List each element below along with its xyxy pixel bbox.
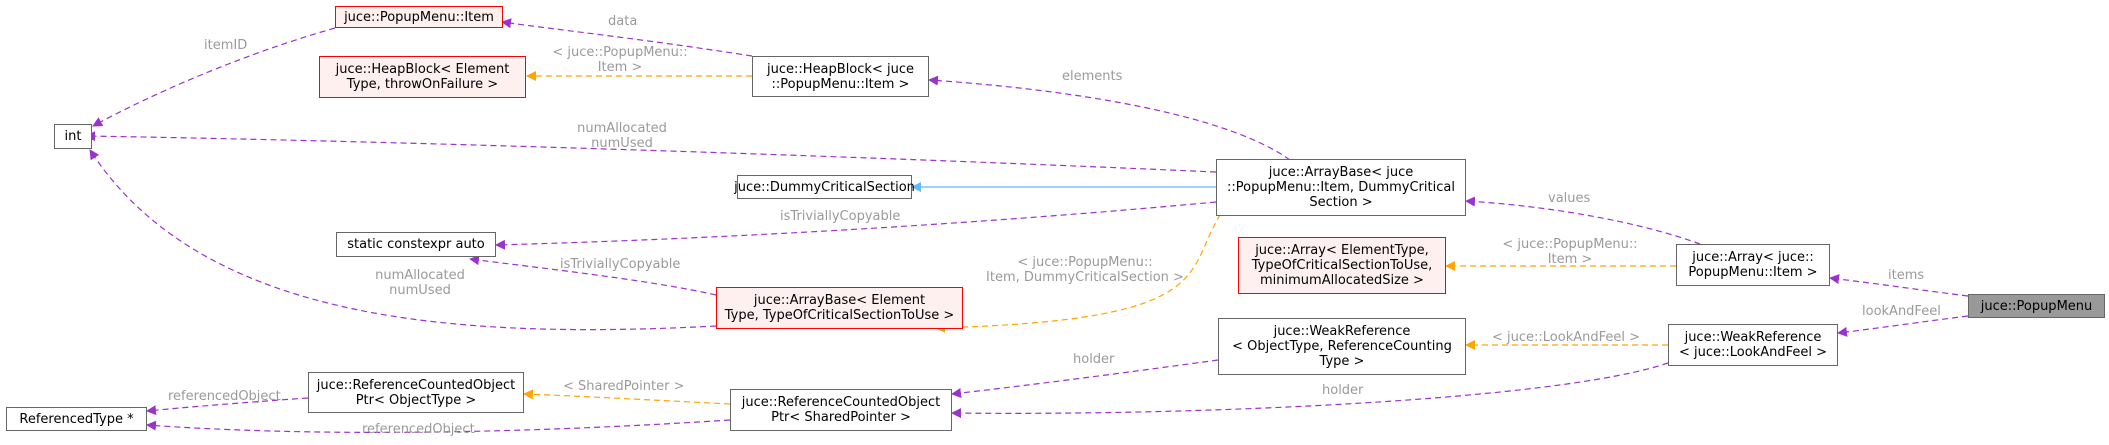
class-node-arraybase-item[interactable]: juce::ArrayBase< juce ::PopupMenu::Item,…	[1216, 159, 1466, 216]
edge-label-tmpl-heapblock-line-1: < juce::PopupMenu::	[552, 45, 687, 60]
edge-look-and-feel	[1837, 315, 1969, 337]
edge-label-look-and-feel: lookAndFeel	[1862, 304, 1941, 319]
edge-label-tmpl-array-line-2: Item >	[1548, 252, 1593, 267]
class-node-arraybase-generic[interactable]: juce::ArrayBase< Element Type, TypeOfCri…	[716, 287, 963, 329]
edge-label-num-alloc-int-line-1: numAllocated	[577, 121, 667, 136]
edge-label-tmpl-weakref: < juce::LookAndFeel >	[1492, 330, 1640, 345]
edge-items	[1829, 274, 1969, 297]
edge-num-alloc-generic	[89, 149, 717, 331]
edge-label-elements: elements	[1062, 69, 1123, 84]
edge-label-tmpl-shared: < SharedPointer >	[563, 379, 684, 394]
class-node-static-constexpr-auto[interactable]: static constexpr auto	[336, 232, 496, 257]
class-node-referenced-type[interactable]: ReferencedType *	[6, 407, 147, 431]
edge-data	[501, 18, 753, 57]
class-node-heapblock-generic[interactable]: juce::HeapBlock< Element Type, throwOnFa…	[319, 56, 526, 98]
class-node-dummy-critical-section[interactable]: juce::DummyCriticalSection	[734, 175, 915, 199]
edge-label-tmpl-arraybase-line-1: < juce::PopupMenu::	[1017, 255, 1152, 270]
edge-label-tmpl-arraybase: < juce::PopupMenu::Item, DummyCriticalSe…	[986, 255, 1184, 285]
edge-label-tmpl-arraybase-line-2: Item, DummyCriticalSection >	[986, 270, 1184, 285]
edge-is-triv-bottom	[469, 255, 717, 296]
edge-num-alloc-int	[85, 131, 1217, 173]
edge-label-tmpl-heapblock: < juce::PopupMenu::Item >	[552, 45, 687, 75]
edge-item-id	[92, 27, 336, 127]
class-node-popupmenu[interactable]: juce::PopupMenu	[1968, 294, 2105, 318]
class-node-heapblock-item[interactable]: juce::HeapBlock< juce ::PopupMenu::Item …	[752, 56, 929, 97]
edge-tmpl-shared	[523, 389, 731, 405]
class-node-popupmenu-item[interactable]: juce::PopupMenu::Item	[335, 6, 503, 28]
edge-label-num-alloc-generic-line-2: numUsed	[389, 283, 451, 298]
class-node-refcounted-generic[interactable]: juce::ReferenceCountedObject Ptr< Object…	[308, 372, 524, 413]
class-node-weakref-generic[interactable]: juce::WeakReference < ObjectType, Refere…	[1218, 318, 1466, 375]
edge-label-data: data	[608, 14, 637, 29]
edge-label-items: items	[1888, 268, 1924, 283]
edge-elements	[928, 75, 1291, 161]
class-node-refcounted-shared[interactable]: juce::ReferenceCountedObject Ptr< Shared…	[730, 389, 952, 431]
edge-label-tmpl-array: < juce::PopupMenu::Item >	[1502, 237, 1637, 267]
edge-referenced-object-top	[146, 397, 309, 416]
edge-holder-laf	[951, 362, 1669, 419]
edge-referenced-object-bottom	[146, 419, 731, 433]
edge-label-num-alloc-int-line-2: numUsed	[591, 136, 653, 151]
class-node-array-item[interactable]: juce::Array< juce:: PopupMenu::Item >	[1676, 244, 1830, 286]
edge-label-tmpl-heapblock-line-2: Item >	[598, 60, 643, 75]
edge-label-holder-laf: holder	[1322, 383, 1364, 398]
edge-label-referenced-object-top: referencedObject	[168, 389, 281, 404]
edge-holder-weak	[951, 359, 1219, 398]
edge-label-tmpl-array-line-1: < juce::PopupMenu::	[1502, 237, 1637, 252]
edge-label-holder-weak: holder	[1073, 352, 1115, 367]
edge-label-is-triv-bottom: isTriviallyCopyable	[560, 257, 680, 272]
edge-label-values: values	[1548, 191, 1591, 206]
edge-is-triv-top	[495, 201, 1217, 250]
class-node-weakref-lookandfeel[interactable]: juce::WeakReference < juce::LookAndFeel …	[1668, 324, 1838, 366]
edge-label-item-id: itemID	[204, 38, 247, 53]
edge-values	[1465, 196, 1701, 245]
class-node-array-generic[interactable]: juce::Array< ElementType, TypeOfCritical…	[1238, 237, 1446, 294]
edge-label-num-alloc-generic-line-1: numAllocated	[375, 268, 465, 283]
edge-label-is-triv-top: isTriviallyCopyable	[780, 209, 900, 224]
class-node-int[interactable]: int	[54, 124, 92, 149]
edge-label-referenced-object-bottom: referencedObject	[362, 422, 475, 437]
